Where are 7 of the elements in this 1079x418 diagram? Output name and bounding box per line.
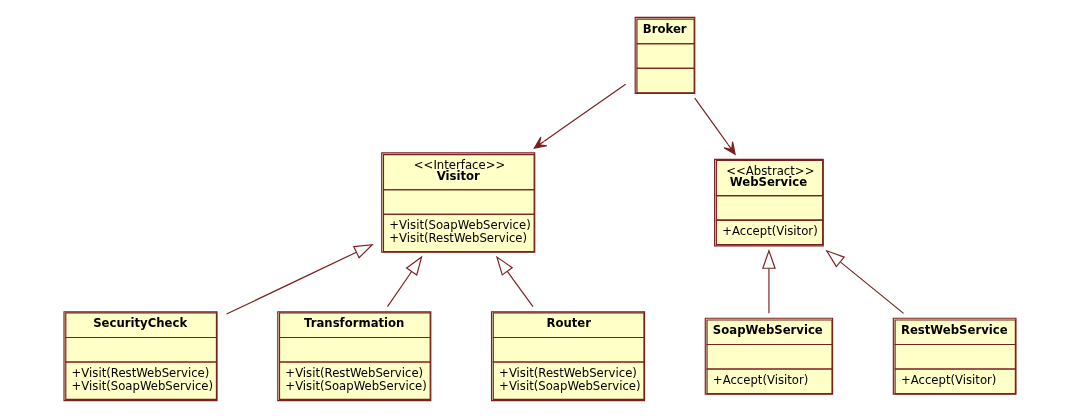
arrow <box>533 83 626 149</box>
arrow <box>693 97 736 155</box>
arrow <box>495 255 534 308</box>
arrow <box>761 249 776 314</box>
arrow <box>386 255 423 308</box>
arrow <box>225 243 374 315</box>
arrow <box>824 249 904 314</box>
